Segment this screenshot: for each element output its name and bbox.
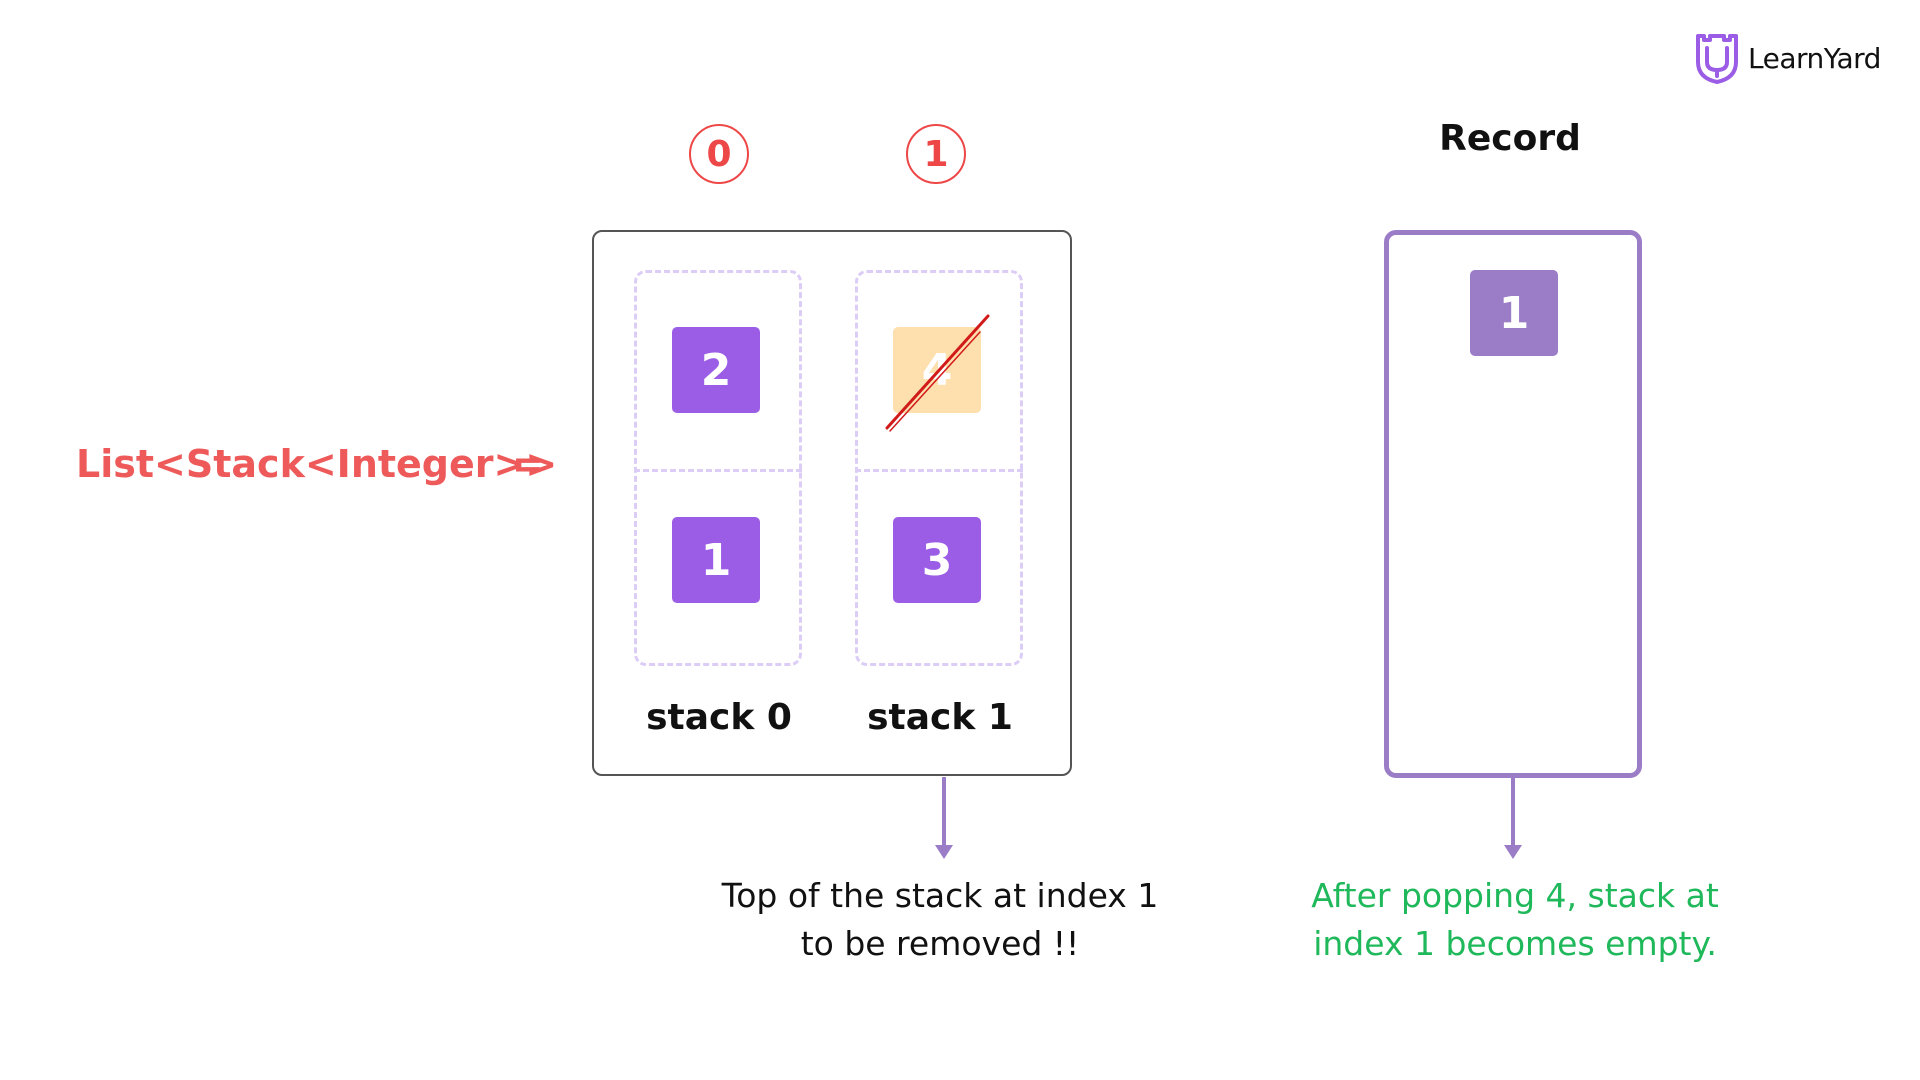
list-arrow-line — [942, 777, 946, 847]
list-container — [592, 230, 1072, 776]
record-arrow-head — [1504, 845, 1522, 859]
index-circle-0: 0 — [689, 124, 749, 184]
list-arrow-head — [935, 845, 953, 859]
strike-through-mark — [885, 314, 990, 432]
logo-text: LearnYard — [1748, 41, 1881, 75]
index-circle-1: 1 — [906, 124, 966, 184]
type-label: List<Stack<Integer>> — [76, 442, 558, 486]
stack-1-divider — [855, 469, 1023, 472]
record-title: Record — [1439, 118, 1581, 159]
stack-0-label: stack 0 — [646, 697, 792, 738]
stack-0-bottom-cell: 1 — [672, 517, 760, 603]
stack-1-column — [855, 270, 1023, 666]
record-container — [1384, 230, 1642, 778]
stack-0-top-cell: 2 — [672, 327, 760, 413]
result-note: After popping 4, stack at index 1 become… — [1290, 872, 1740, 968]
removal-note: Top of the stack at index 1 to be remove… — [700, 872, 1180, 968]
stack-1-label: stack 1 — [867, 697, 1013, 738]
removal-note-line-1: Top of the stack at index 1 — [721, 876, 1159, 915]
learnyard-logo: LearnYard — [1694, 30, 1904, 86]
stack-0-divider — [634, 469, 802, 472]
result-note-line-1: After popping 4, stack at — [1311, 876, 1719, 915]
learnyard-logo-icon — [1696, 34, 1738, 84]
record-arrow-line — [1511, 778, 1515, 847]
stack-1-bottom-cell: 3 — [893, 517, 981, 603]
result-note-line-2: index 1 becomes empty. — [1313, 924, 1717, 963]
stack-0-column — [634, 270, 802, 666]
record-item-cell: 1 — [1470, 270, 1558, 356]
removal-note-line-2: to be removed !! — [800, 924, 1080, 963]
equals-sign: = — [512, 442, 544, 486]
